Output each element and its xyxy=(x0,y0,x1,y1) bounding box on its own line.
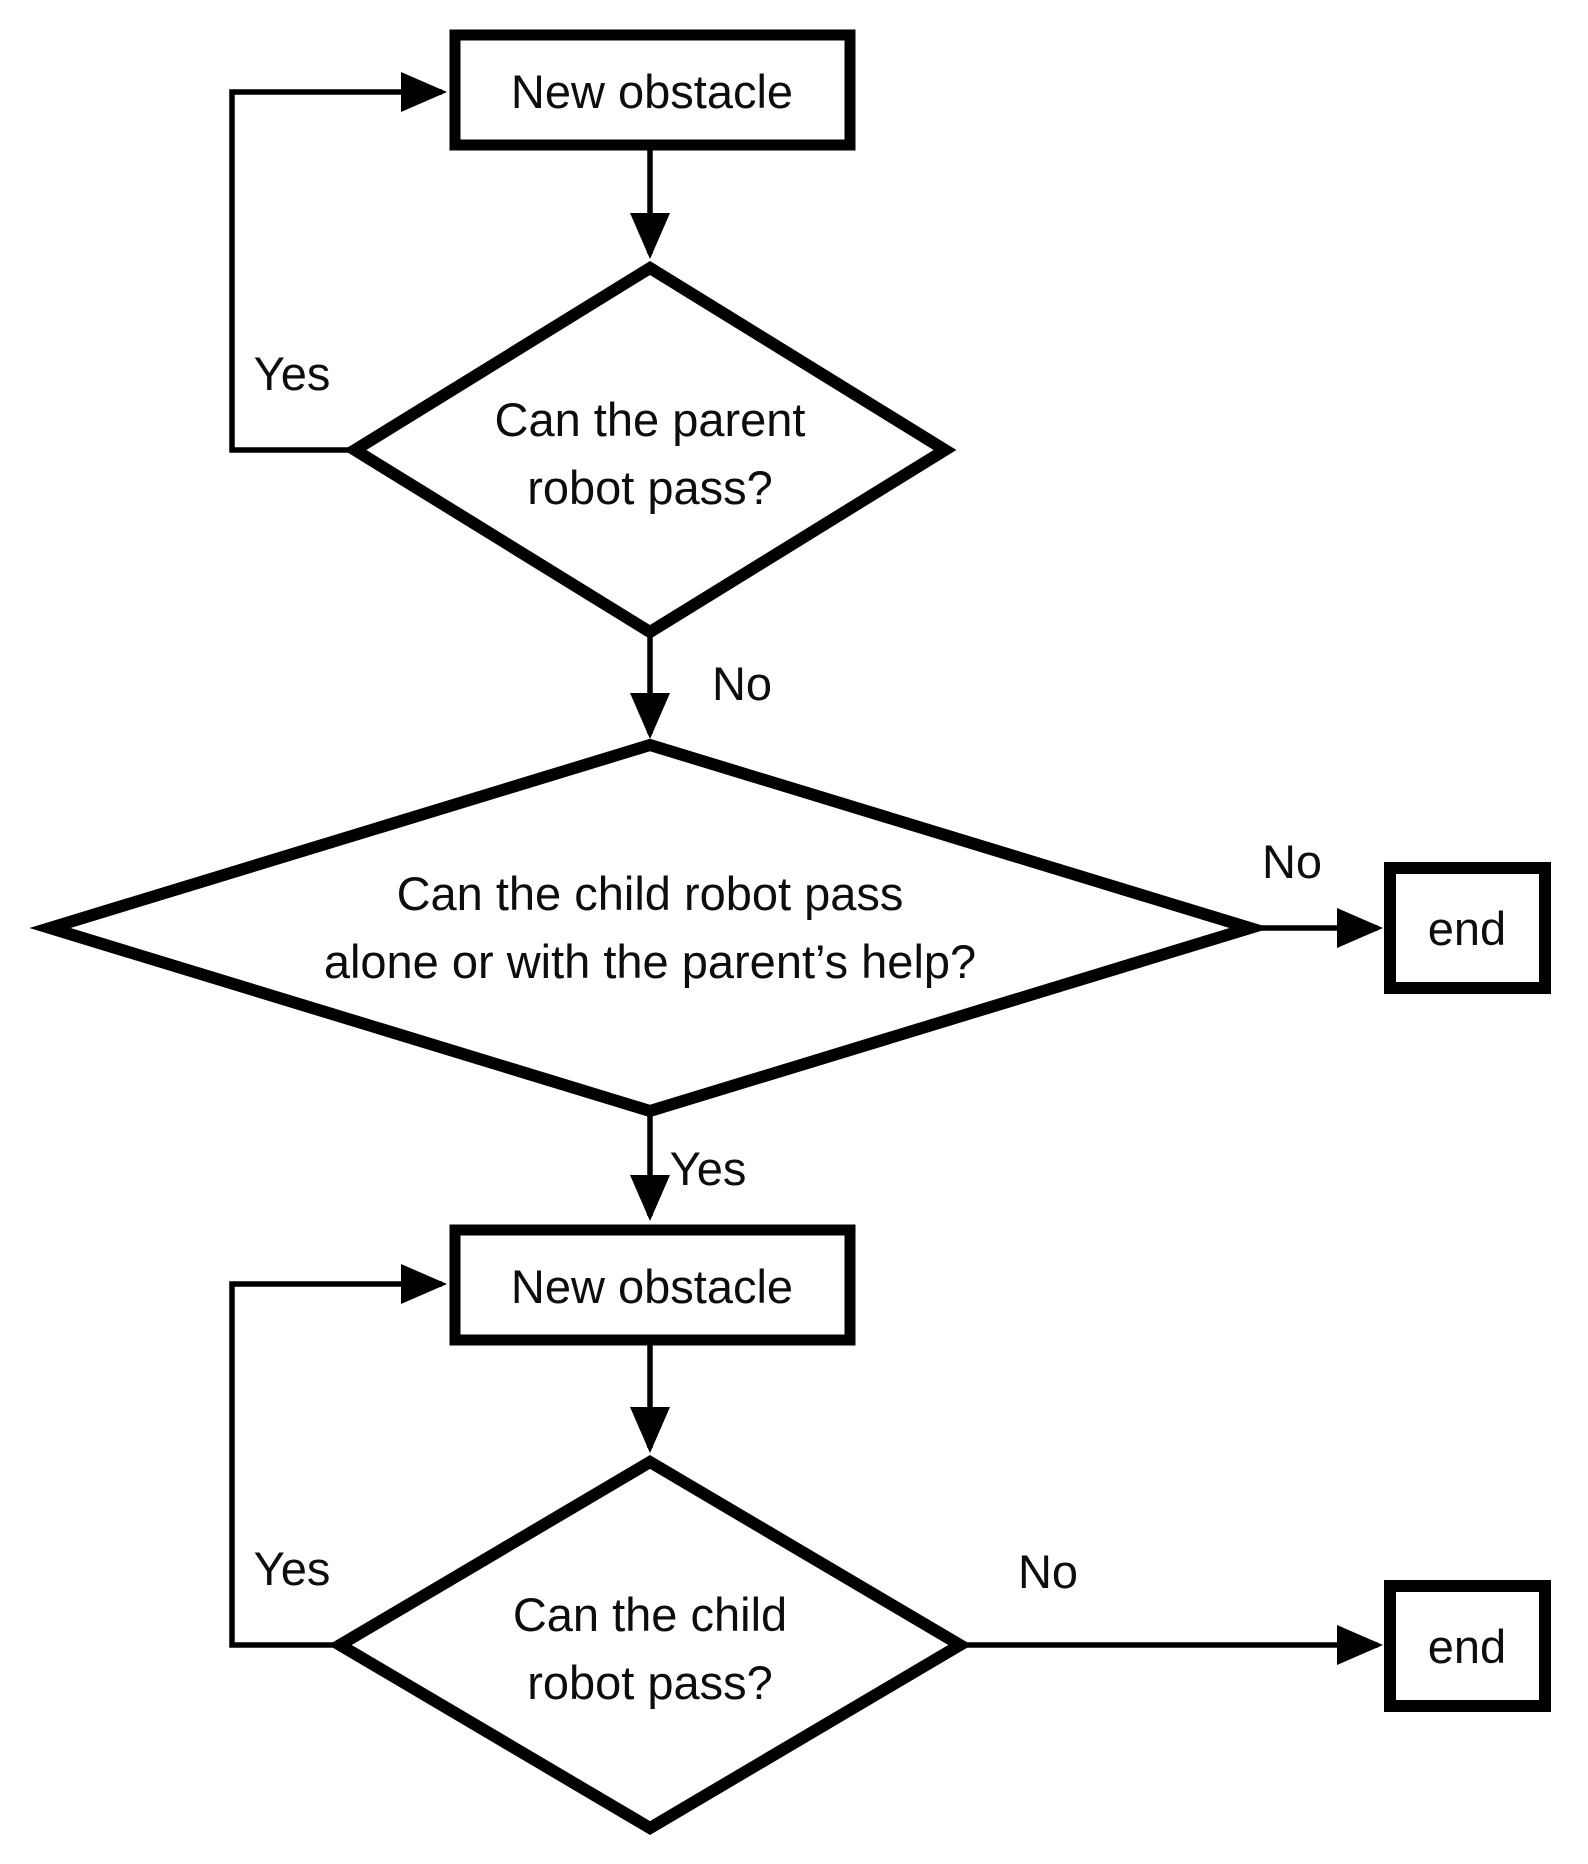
child-pass-diamond xyxy=(328,1455,972,1835)
end-box-lower-label: end xyxy=(1428,1620,1506,1673)
label-childhelp-no: No xyxy=(1262,835,1322,888)
label-childpass-yes: Yes xyxy=(254,1542,331,1595)
child-pass-with-help-line1: Can the child robot pass xyxy=(397,867,904,920)
end-box-lower xyxy=(1384,1580,1551,1712)
child-pass-with-help-line2: alone or with the parent’s help? xyxy=(324,935,976,988)
label-childhelp-yes: Yes xyxy=(670,1142,747,1195)
parent-pass-diamond-line2: robot pass? xyxy=(527,461,773,514)
edge-childpass-yes-loop xyxy=(229,1264,447,1648)
new-obstacle-box-top xyxy=(449,29,856,151)
edge-parentpass-yes-loop xyxy=(229,72,447,453)
end-box-upper-label: end xyxy=(1428,902,1506,955)
label-childpass-no: No xyxy=(1018,1545,1078,1598)
new-obstacle-box-bottom-label: New obstacle xyxy=(511,1260,793,1313)
child-pass-diamond-line1: Can the child xyxy=(513,1588,787,1641)
child-pass-diamond-line2: robot pass? xyxy=(527,1656,773,1709)
label-parentpass-no: No xyxy=(712,657,772,710)
parent-pass-diamond-line1: Can the parent xyxy=(495,393,806,446)
end-box-upper xyxy=(1384,862,1551,994)
new-obstacle-box-top-label: New obstacle xyxy=(511,65,793,118)
new-obstacle-box-bottom xyxy=(449,1224,856,1346)
label-parentpass-yes: Yes xyxy=(254,347,331,400)
parent-pass-diamond xyxy=(343,260,957,640)
child-pass-with-help-diamond xyxy=(29,738,1271,1118)
